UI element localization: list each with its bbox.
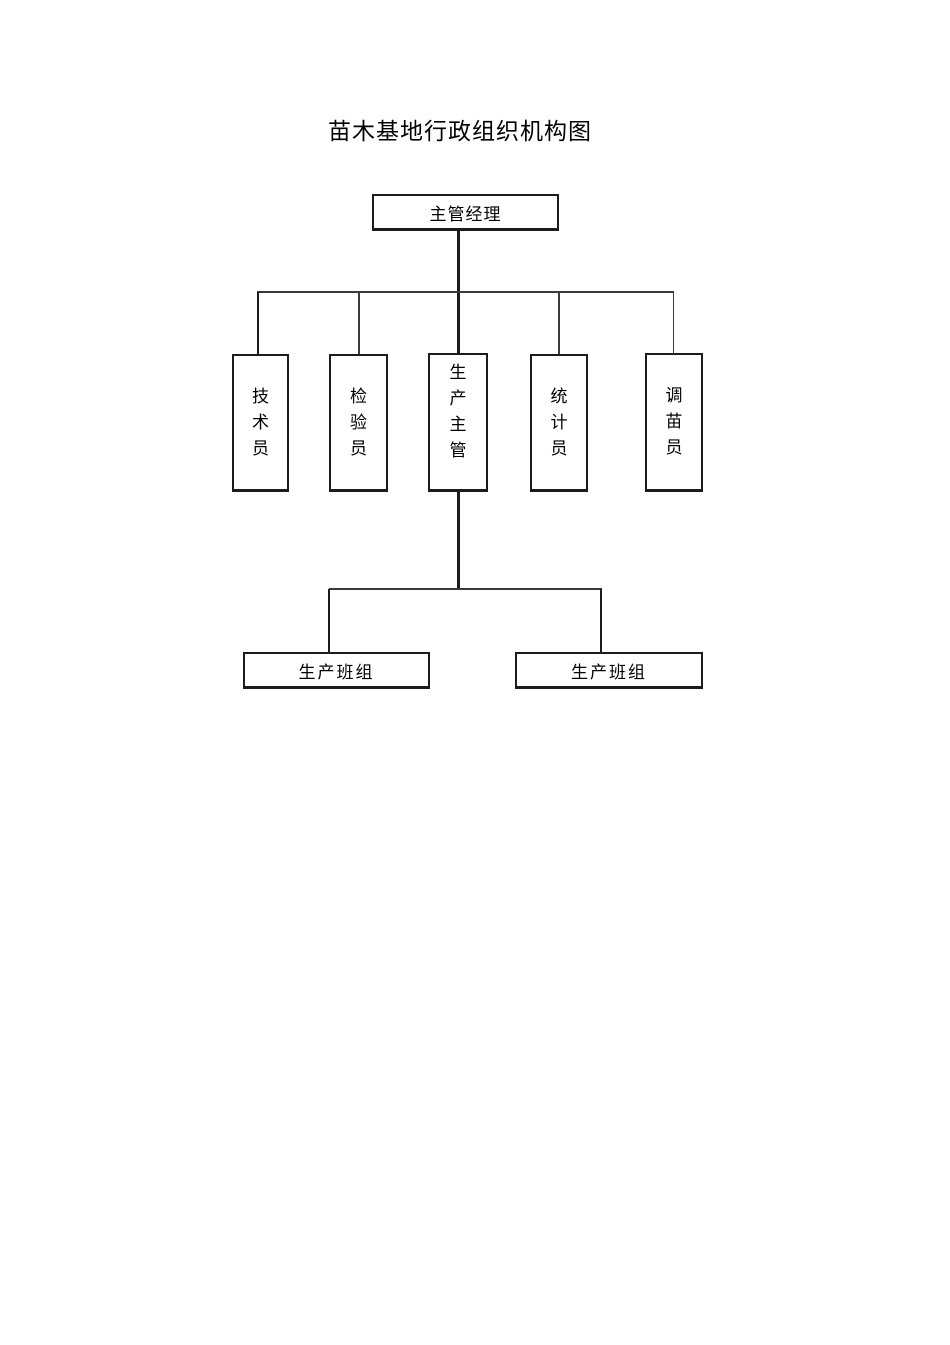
org-box-statistician: 统计员 [530, 354, 588, 492]
org-box-label: 调苗员 [665, 386, 683, 457]
connector-drop-team-1 [328, 589, 330, 653]
org-box-seedling-coordinator: 调苗员 [645, 353, 703, 492]
connector-rail-level3 [329, 588, 602, 590]
connector-drop-inspector [358, 292, 360, 354]
org-box-production-team-1: 生产班组 [243, 652, 430, 689]
org-box-production-team-2: 生产班组 [515, 652, 703, 689]
org-box-inspector: 检验员 [329, 354, 388, 492]
connector-trunk-bottom [457, 490, 460, 590]
connector-drop-statistician [558, 292, 560, 354]
org-box-label: 生产班组 [571, 662, 647, 682]
connector-drop-seedling-coordinator [672, 292, 674, 354]
org-box-label: 主管经理 [429, 204, 502, 224]
chart-title: 苗木基地行政组织机构图 [328, 119, 592, 144]
org-box-label: 检验员 [349, 386, 367, 458]
org-box-technician: 技术员 [232, 354, 289, 492]
connector-drop-team-2 [600, 589, 602, 653]
org-box-label: 统计员 [550, 386, 568, 458]
org-box-production-supervisor: 生产主管 [428, 353, 488, 492]
org-box-label: 生产主管 [449, 363, 467, 460]
connector-rail-level2 [257, 291, 674, 293]
org-box-manager: 主管经理 [372, 194, 559, 231]
connector-drop-technician [257, 292, 259, 354]
org-box-label: 生产班组 [298, 662, 375, 682]
org-box-label: 技术员 [251, 386, 269, 458]
